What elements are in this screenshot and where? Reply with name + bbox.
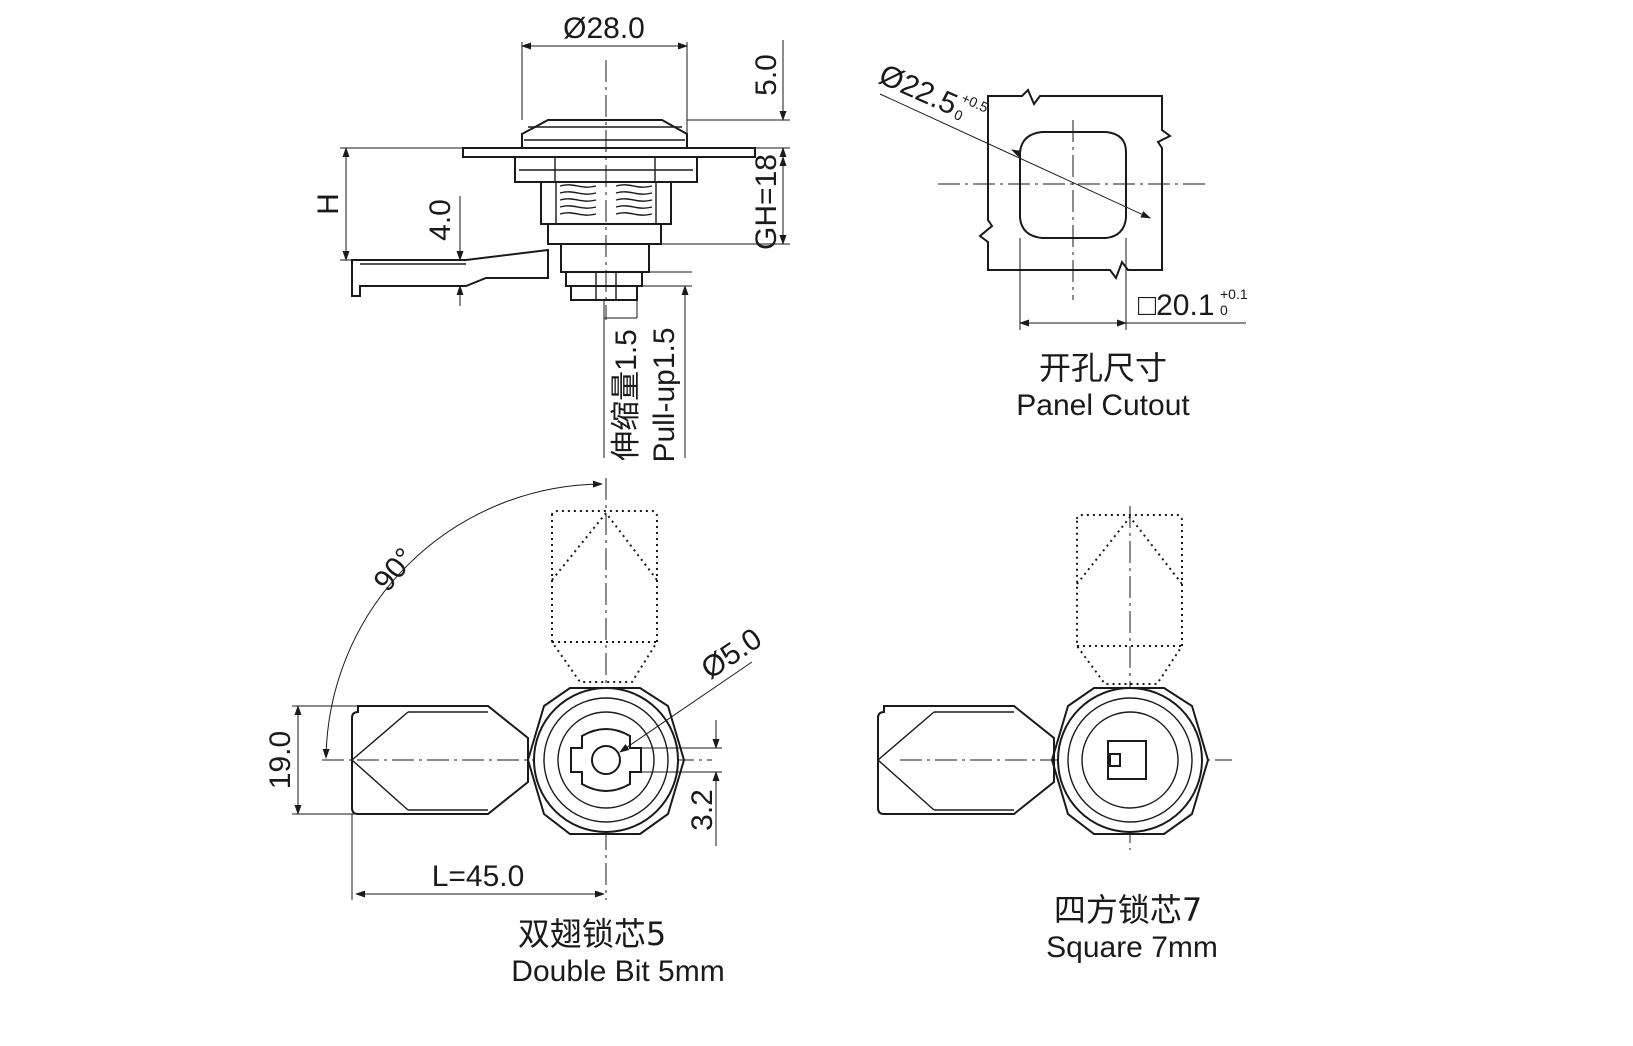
cam-length-label: L=45.0: [432, 860, 525, 893]
cam-rotated-tip: [1076, 515, 1183, 585]
cutout-diameter-label: Ø22.5: [874, 58, 962, 121]
panel-outline: [978, 88, 1172, 281]
cutout-caption-en: Panel Cutout: [1016, 389, 1190, 422]
cam-lever: [877, 705, 1055, 815]
rotation-arc: [322, 480, 603, 759]
square-caption-en: Square 7mm: [1046, 931, 1218, 964]
key-diameter-leader: [619, 661, 753, 753]
lock-head-inner-ring: [1067, 697, 1193, 823]
square-key: [1107, 740, 1147, 780]
lock-head-circle: [1057, 687, 1203, 833]
cutout-shape: [1019, 131, 1127, 239]
rotation-angle-label: 90°: [367, 542, 421, 598]
cam-rotated-tip: [551, 511, 658, 581]
grip-height-label: GH=18: [750, 154, 783, 250]
body-collar: [547, 223, 662, 245]
head-height-label: 5.0: [750, 54, 783, 96]
overall-height-label: H: [312, 193, 345, 215]
lock-head-circle: [533, 687, 679, 833]
plug-outer-ring: [1081, 711, 1179, 809]
head-diameter-label: Ø28.0: [563, 12, 645, 45]
square-key-notch: [1109, 753, 1121, 767]
cutout-diameter-leader: [879, 93, 1151, 219]
square-view: 四方锁芯7 Square 7mm: [876, 506, 1232, 964]
thread-marks: [559, 184, 653, 216]
cam-lever-tip: [876, 711, 935, 811]
double-bit-caption-en: Double Bit 5mm: [511, 955, 724, 988]
lock-head: [521, 119, 688, 149]
cam-thickness-label: 4.0: [424, 199, 457, 241]
plug-housing: [560, 243, 650, 273]
panel-plate: [462, 147, 756, 158]
side-view: Ø28.0 5.0 GH=18 H 4.0 伸缩量1.5 Pull-up1.5: [312, 12, 790, 463]
cam-lever-side: [351, 248, 549, 297]
lock-head-inner-ring: [543, 697, 669, 823]
square-caption-cn: 四方锁芯7: [1054, 891, 1202, 929]
double-bit-view: 90° Ø5.0 19.0 3.2 L=45.0 双翅锁芯5 Double Bi…: [264, 478, 768, 988]
cam-rotated-position: [551, 510, 658, 683]
plug-lower: [565, 271, 643, 287]
cutout-square-tol-lower: 0: [1220, 302, 1228, 318]
pullup-cn-label: 伸缩量1.5: [610, 329, 643, 461]
panel-cutout-view: Ø22.5 +0.5 0 □20.1 +0.1 0 开孔尺寸 Panel Cut…: [874, 58, 1248, 422]
plug-outer-ring: [557, 711, 655, 809]
plug-tip: [570, 285, 638, 301]
cutout-square-tol-upper: +0.1: [1220, 286, 1248, 302]
double-bit-caption-cn: 双翅锁芯5: [518, 915, 666, 953]
double-bit-key-hole: [591, 745, 621, 775]
key-offset-label: 3.2: [686, 789, 719, 831]
pullup-en-label: Pull-up1.5: [648, 327, 681, 462]
cam-lever-tip: [350, 711, 409, 811]
cutout-caption-cn: 开孔尺寸: [1039, 349, 1167, 387]
cam-width-label: 19.0: [264, 731, 297, 789]
hex-nut: [514, 156, 698, 183]
cutout-square-label: □20.1: [1138, 289, 1215, 322]
cam-rotated-position: [1076, 514, 1183, 685]
